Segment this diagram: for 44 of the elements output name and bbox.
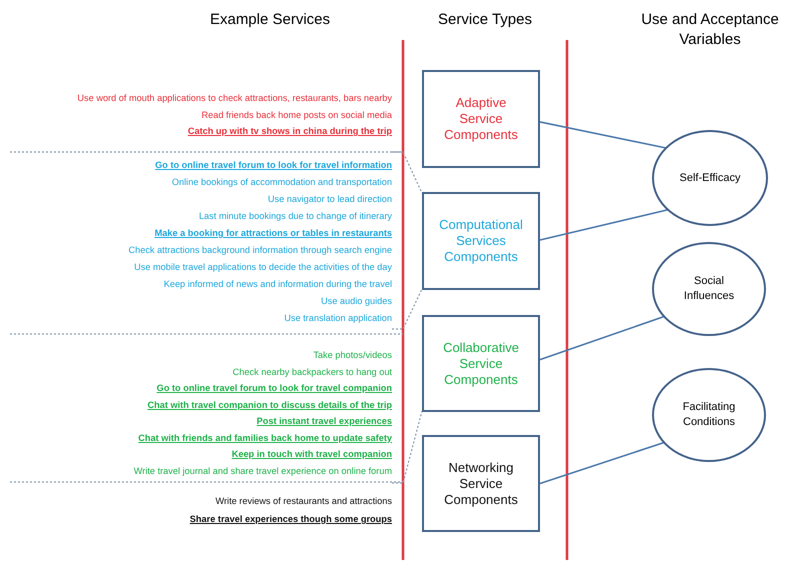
service-type-box: [422, 192, 540, 290]
connector-line: [540, 121, 666, 149]
column-heading: Example Services: [208, 10, 332, 30]
box-label: Adaptive Service Components: [443, 95, 519, 143]
service-example: Check nearby backpackers to hang out: [232, 366, 392, 379]
service-example: Keep informed of news and information during the travel: [162, 278, 392, 291]
service-example: Take photos/videos: [312, 349, 392, 362]
service-type-box: [422, 435, 540, 532]
service-example: Keep in touch with travel companion: [230, 448, 392, 461]
column-heading: Service Types: [437, 10, 533, 30]
dotted-connector: [392, 151, 423, 194]
service-example: Use navigator to lead direction: [266, 193, 392, 206]
service-example: Chat with friends and families back home to update safety: [137, 432, 392, 445]
column-heading: Use and Acceptance Variables: [640, 10, 780, 50]
service-type-box: [422, 70, 540, 168]
ellipse-label: Self-Efficacy: [678, 170, 742, 186]
service-example: Make a booking for attractions or tables in restaurants: [154, 227, 392, 240]
service-example: Use word of mouth applications to check attractions, restaurants, bars nearby: [76, 92, 392, 105]
ellipse-label: Social Influences: [682, 274, 736, 304]
service-example: Check attractions background information through search engine: [127, 244, 392, 257]
dotted-connector: [392, 288, 423, 330]
service-example: Catch up with tv shows in china during the trip: [186, 125, 392, 138]
service-example: Use audio guides: [320, 295, 392, 308]
service-example: Write travel journal and share travel experience on online forum: [132, 464, 392, 478]
service-example: Read friends back home posts on social media: [200, 108, 392, 122]
service-example: Chat with travel companion to discuss details of the trip: [146, 398, 392, 412]
service-example: Write reviews of restaurants and attractions: [214, 495, 392, 508]
box-label: Networking Service Components: [443, 460, 519, 508]
connector-line: [540, 442, 664, 484]
connector-line: [540, 208, 668, 241]
ellipse-label: Facilitating Conditions: [682, 400, 736, 430]
dotted-connector: [392, 410, 423, 484]
service-example: Share travel experiences though some groups: [188, 513, 392, 526]
service-example: Go to online travel forum to look for travel information: [154, 159, 392, 172]
service-example: Last minute bookings due to change of itinerary: [198, 210, 392, 223]
service-example: Post instant travel experiences: [256, 415, 392, 428]
service-example: Online bookings of accommodation and transportation: [170, 176, 392, 189]
service-example: Go to online travel forum to look for travel companion: [156, 382, 392, 395]
box-label: Collaborative Service Components: [442, 340, 520, 388]
service-example: Use translation application: [283, 312, 392, 325]
service-type-box: [422, 315, 540, 412]
service-example: Use mobile travel applications to decide the activities of the day: [133, 261, 392, 274]
box-label: Computational Services Components: [438, 217, 524, 265]
connector-line: [540, 316, 664, 360]
